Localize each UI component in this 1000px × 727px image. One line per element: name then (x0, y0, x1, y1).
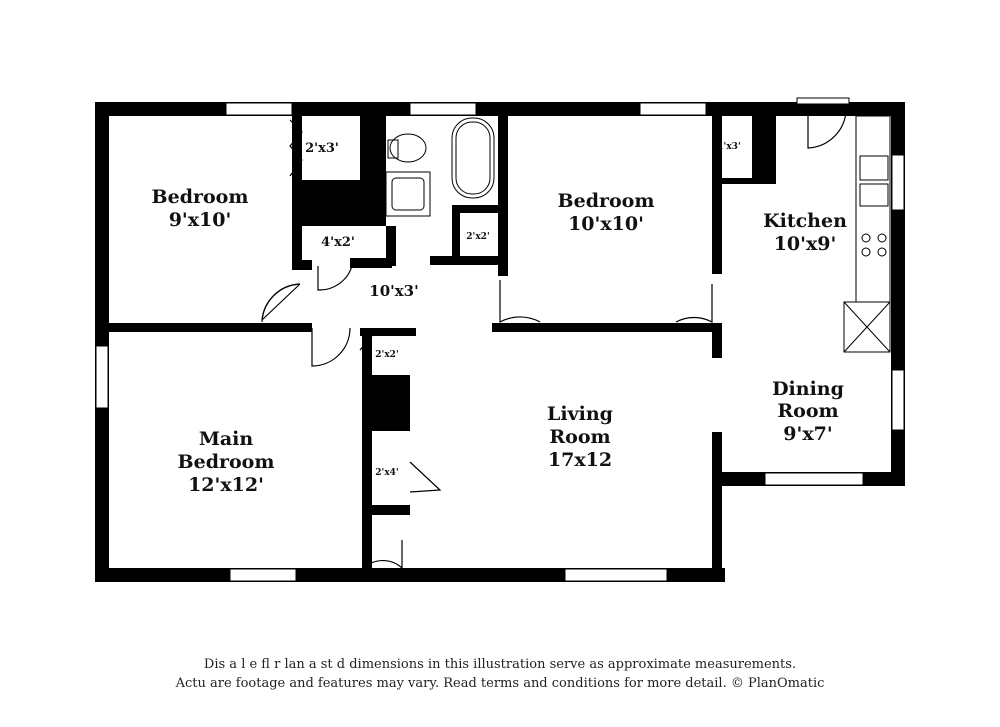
room-size-bedroom-2: 10'x10' (568, 213, 644, 235)
room-name-bedroom-1: Bedroom (152, 186, 249, 208)
closet-label-4: 1'x3' (717, 142, 740, 152)
room-size-main-bedroom: 12'x12' (188, 474, 264, 496)
room-name-kitchen: Kitchen (763, 210, 847, 232)
room-name-bedroom-2: Bedroom (558, 190, 655, 212)
room-size-living: 17x12 (548, 449, 612, 471)
hall-size: 10'x3' (369, 282, 418, 300)
closet-label-3: 2'x2' (466, 232, 489, 242)
bathroom-fixtures (385, 117, 495, 217)
kitchen-fixtures (843, 115, 891, 353)
windows (95, 97, 905, 582)
closet-label-6: 2'x4' (375, 468, 398, 478)
room-name-living-1: Living (547, 403, 613, 425)
room-name-living-2: Room (549, 426, 610, 448)
closet-label-5: 2'x2' (375, 350, 398, 360)
room-name-main-bedroom-2: Bedroom (178, 451, 275, 473)
room-size-bedroom-1: 9'x10' (169, 209, 232, 231)
room-name-dining-2: Room (777, 400, 838, 422)
walls (95, 102, 905, 582)
closet-label-1: 2'x3' (305, 141, 339, 156)
room-size-kitchen: 10'x9' (774, 233, 837, 255)
closet-label-2: 4'x2' (321, 235, 355, 250)
room-name-main-bedroom-1: Main (199, 428, 254, 450)
room-size-dining: 9'x7' (783, 423, 832, 445)
room-name-dining-1: Dining (772, 378, 844, 400)
disclaimer-line-2: Actu are footage and features may vary. … (175, 676, 825, 691)
doors (261, 108, 847, 570)
disclaimer-line-1: Dis a l e fl r lan a st d dimensions in … (203, 657, 797, 672)
